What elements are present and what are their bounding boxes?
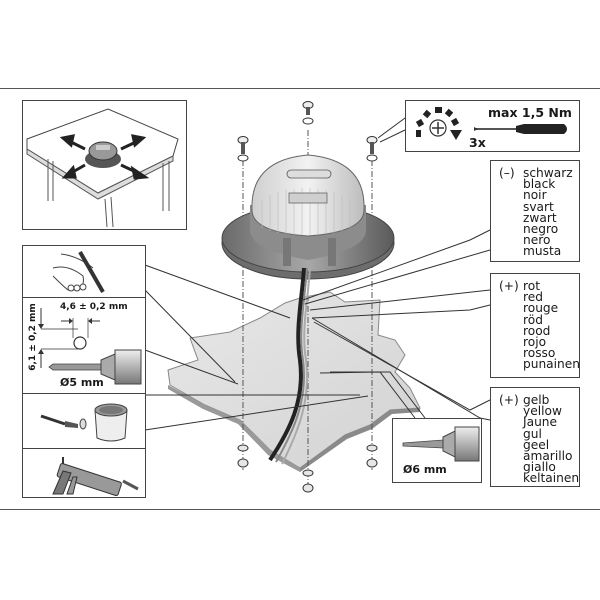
- step-drill-template-panel: 4,6 ± 0,2 mm 6,1 ± 0,2 mm Ø5 mm: [22, 297, 146, 394]
- bottom-nuts: [237, 444, 378, 493]
- drill-6mm-icon: [402, 426, 480, 462]
- wire-name: nero: [523, 233, 551, 248]
- wire-name: musta: [523, 244, 562, 259]
- drill-5mm-label: Ø5 mm: [60, 376, 104, 389]
- wire-name: schwarz: [523, 166, 573, 180]
- screwdriver-icon: [474, 124, 567, 134]
- torque-spec-box: max 1,5 Nm 3x: [405, 100, 580, 152]
- polarity-negative: (–): [499, 166, 515, 180]
- diagram-frame: [0, 88, 600, 510]
- torque-value: max 1,5 Nm: [488, 105, 572, 120]
- wire-name: zwart: [523, 210, 557, 225]
- wire-name: black: [523, 177, 556, 192]
- polarity-positive: (+): [499, 279, 519, 293]
- wire-name: röd: [523, 312, 543, 327]
- wire-name: yellow: [523, 404, 562, 419]
- beacon-light: [221, 154, 395, 280]
- wire-label-red: (+) rot red rouge röd rood rojo rosso pu…: [490, 273, 580, 378]
- wire-name: rood: [523, 323, 551, 338]
- screw-count: 3x: [469, 135, 486, 150]
- brush-and-pot-icon: [40, 403, 128, 442]
- wire-name: rouge: [523, 301, 559, 316]
- wire-name: gul: [523, 426, 542, 441]
- wire-label-yellow: (+) gelb yellow Jaune gul geel amarillo …: [490, 387, 580, 487]
- step-roof-position-panel: [22, 100, 187, 230]
- cable-drill-box: Ø6 mm: [392, 418, 482, 483]
- drill-6mm-label: Ø6 mm: [403, 463, 447, 476]
- wire-name: red: [523, 290, 543, 305]
- wire-name: noir: [523, 188, 547, 203]
- wire-name: negro: [523, 222, 559, 237]
- rotate-clockwise-icon: [415, 107, 462, 140]
- wire-name: giallo: [523, 460, 556, 475]
- drill-hole-template-icon: [38, 308, 142, 385]
- wire-name: geel: [523, 437, 550, 452]
- wire-name: rosso: [523, 346, 556, 361]
- hole-height-label: 6,1 ± 0,2 mm: [27, 303, 38, 371]
- step-sealant-gun-panel: [22, 448, 146, 498]
- polarity-positive: (+): [499, 393, 519, 407]
- step-sealant-brush-panel: [22, 393, 146, 449]
- hole-width-label: 4,6 ± 0,2 mm: [60, 302, 128, 312]
- wire-name: gelb: [523, 393, 550, 407]
- wire-name: Jaune: [523, 415, 558, 430]
- wire-label-black: (–) schwarz black noir svart zwart negro…: [490, 160, 580, 262]
- wire-name: rot: [523, 279, 540, 293]
- wire-name: keltainen: [523, 471, 580, 486]
- wire-name: amarillo: [523, 449, 573, 464]
- roof-positioning-icon: [26, 108, 179, 228]
- wire-name: rojo: [523, 335, 547, 350]
- caulking-gun-icon: [52, 457, 139, 497]
- step-mark-holes-panel: [22, 245, 146, 298]
- wire-name: punainen: [523, 357, 580, 372]
- top-screws: [237, 101, 378, 162]
- wire-name: svart: [523, 199, 554, 214]
- marking-pen-icon: [52, 251, 105, 293]
- cable: [268, 267, 311, 465]
- roof-plate: [167, 291, 421, 472]
- drill-5mm-icon: [48, 349, 142, 385]
